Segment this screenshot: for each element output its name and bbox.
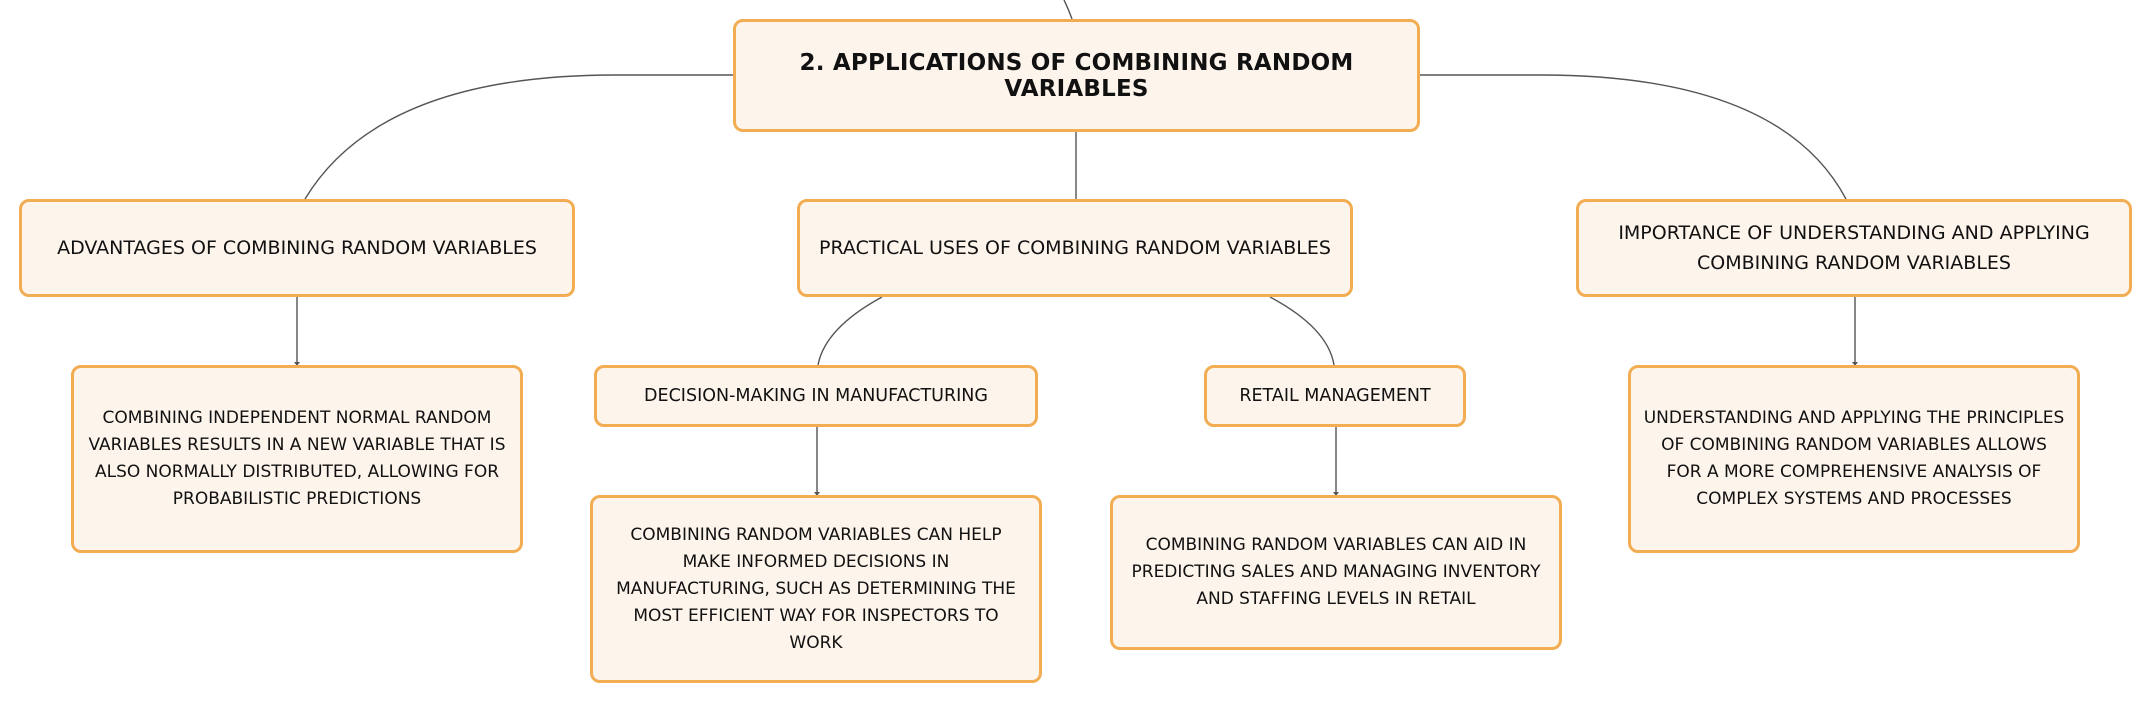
arrowhead — [1333, 492, 1339, 496]
retail-detail-node[interactable]: COMBINING RANDOM VARIABLES CAN AID IN PR… — [1110, 495, 1562, 650]
root-topic-label: 2. APPLICATIONS OF COMBINING RANDOM VARI… — [799, 49, 1354, 102]
arrowhead — [1852, 362, 1858, 366]
connector-root-to-importance — [1420, 74, 1847, 200]
connector-practical-to-manufacturing — [817, 296, 883, 366]
importance-topic-label: IMPORTANCE OF UNDERSTANDING AND APPLYING… — [1618, 222, 2090, 274]
practical-uses-topic-label: PRACTICAL USES OF COMBINING RANDOM VARIA… — [819, 237, 1331, 259]
retail-subtopic-label: RETAIL MANAGEMENT — [1239, 386, 1431, 406]
manufacturing-detail-node[interactable]: COMBINING RANDOM VARIABLES CAN HELP MAKE… — [590, 495, 1042, 683]
connector-root-to-advantages — [304, 74, 733, 200]
importance-detail-text: UNDERSTANDING AND APPLYING THE PRINCIPLE… — [1643, 408, 2065, 509]
practical-uses-topic-node[interactable]: PRACTICAL USES OF COMBINING RANDOM VARIA… — [797, 199, 1353, 297]
manufacturing-subtopic-label: DECISION-MAKING IN MANUFACTURING — [644, 386, 988, 406]
retail-detail-text: COMBINING RANDOM VARIABLES CAN AID IN PR… — [1131, 535, 1541, 609]
manufacturing-subtopic-node[interactable]: DECISION-MAKING IN MANUFACTURING — [594, 365, 1038, 427]
connector-practical-to-retail — [1269, 296, 1335, 366]
retail-subtopic-node[interactable]: RETAIL MANAGEMENT — [1204, 365, 1466, 427]
root-topic-node[interactable]: 2. APPLICATIONS OF COMBINING RANDOM VARI… — [733, 19, 1420, 132]
importance-topic-node[interactable]: IMPORTANCE OF UNDERSTANDING AND APPLYING… — [1576, 199, 2132, 297]
importance-detail-node[interactable]: UNDERSTANDING AND APPLYING THE PRINCIPLE… — [1628, 365, 2080, 553]
manufacturing-detail-text: COMBINING RANDOM VARIABLES CAN HELP MAKE… — [616, 524, 1016, 653]
advantages-topic-label: ADVANTAGES OF COMBINING RANDOM VARIABLES — [57, 237, 537, 259]
arrowhead — [814, 492, 820, 496]
advantages-detail-text: COMBINING INDEPENDENT NORMAL RANDOM VARI… — [88, 408, 506, 509]
connector-parent-to-root — [1063, 0, 1073, 20]
advantages-topic-node[interactable]: ADVANTAGES OF COMBINING RANDOM VARIABLES — [19, 199, 575, 297]
advantages-detail-node[interactable]: COMBINING INDEPENDENT NORMAL RANDOM VARI… — [71, 365, 523, 553]
arrowhead — [294, 362, 300, 366]
